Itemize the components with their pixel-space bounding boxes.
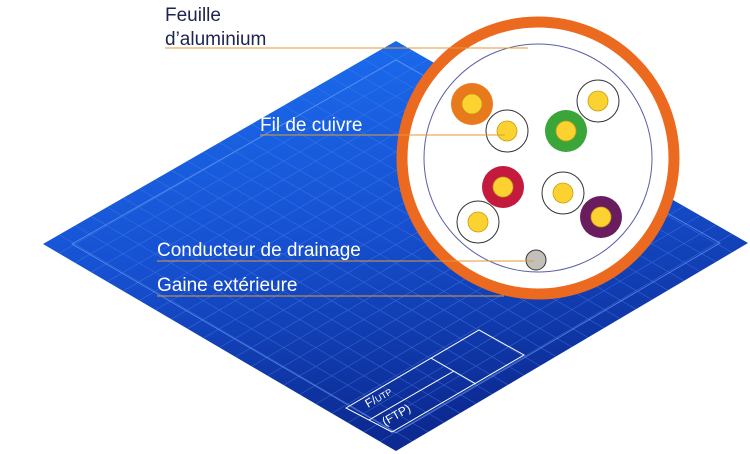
label-drain-wire: Conducteur de drainage xyxy=(157,240,361,261)
conductor-red xyxy=(482,166,524,208)
grid-line xyxy=(107,206,461,414)
grid-line xyxy=(219,142,573,348)
grid-line xyxy=(139,188,493,395)
cable-cross-section xyxy=(396,16,680,300)
conductor-white-purple xyxy=(541,171,585,215)
leader-lines xyxy=(157,47,534,297)
conductor-white-green xyxy=(576,79,620,123)
grid-line xyxy=(171,169,525,376)
conductor-white-red xyxy=(456,200,500,244)
conductor-white-orange xyxy=(485,109,529,153)
conductor-purple xyxy=(580,196,622,238)
title-block-frame xyxy=(344,329,526,433)
grid-line xyxy=(203,151,557,357)
grid-line xyxy=(74,225,429,433)
label-outer-jacket: Gaine extérieure xyxy=(157,275,297,296)
label-foil-line2: d’aluminium xyxy=(165,29,266,50)
grid-line xyxy=(123,197,477,404)
conductor-green xyxy=(545,110,587,152)
drain-wire xyxy=(525,249,547,271)
title-block-divider-horizontal xyxy=(368,370,455,421)
grid-line xyxy=(90,216,445,423)
grid-line xyxy=(379,233,733,442)
callout-labels: Feuille d’aluminium Fil de cuivre Conduc… xyxy=(157,5,362,296)
label-copper-wire: Fil de cuivre xyxy=(260,115,362,136)
label-foil-line1: Feuille xyxy=(165,5,221,26)
aluminium-foil-ring xyxy=(423,43,653,273)
grid-line xyxy=(363,224,717,433)
grid-line xyxy=(58,234,413,442)
grid-line xyxy=(155,179,509,386)
conductor-orange xyxy=(451,83,493,125)
